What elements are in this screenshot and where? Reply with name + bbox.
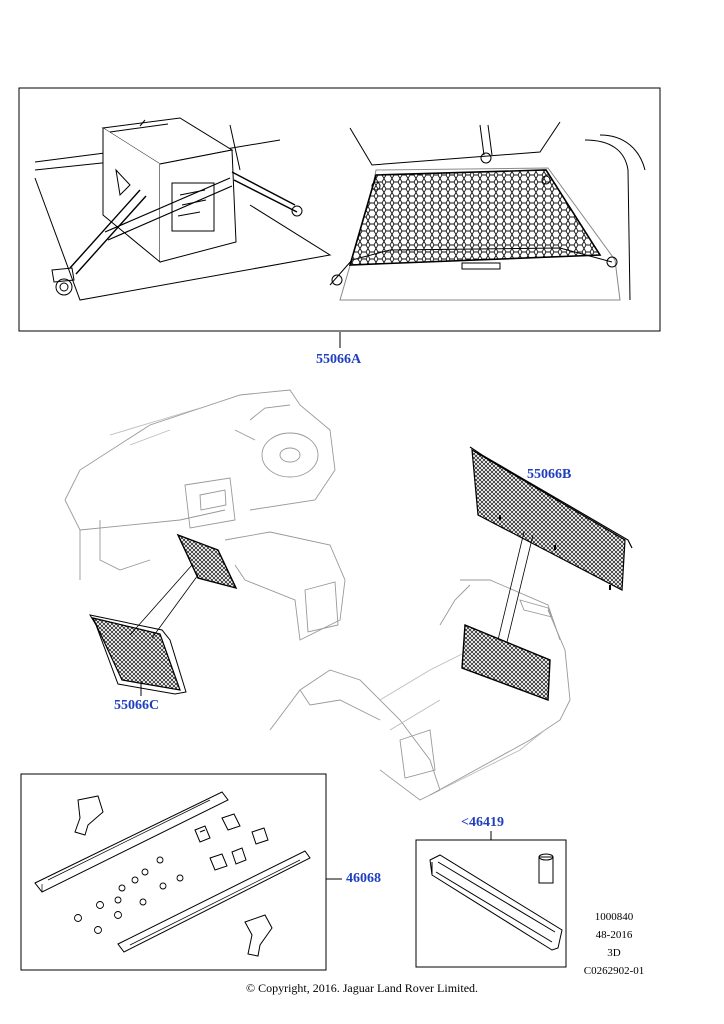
- leader-55066B-lines: [497, 531, 534, 643]
- dashboard-illustration: [64, 389, 346, 641]
- leader-55066C-lines: [129, 564, 199, 639]
- illustration-code: C0262902-01: [583, 965, 645, 977]
- kit-46419-illustration: [415, 839, 567, 968]
- view-type: 3D: [607, 947, 621, 959]
- callout-46419[interactable]: <46419: [461, 815, 504, 830]
- cargo-box-tie-down: [34, 117, 332, 301]
- storage-net-front: [176, 533, 238, 590]
- kit-46068-illustration: [20, 773, 327, 971]
- kit-46068-frame: [20, 773, 327, 971]
- fasteners: [74, 856, 184, 934]
- cargo-net-55066B-detail: [469, 446, 633, 591]
- floor-net: [329, 121, 646, 301]
- ref-number: 1000840: [594, 911, 634, 923]
- copyright-notice: © Copyright, 2016. Jaguar Land Rover Lim…: [245, 981, 479, 995]
- kit-46419-frame: [415, 839, 567, 968]
- callout-46068[interactable]: 46068: [346, 871, 381, 886]
- kit-55066A-illustration: [18, 87, 661, 332]
- cargo-net-installed: [461, 623, 551, 701]
- storage-net-55066C-detail: [88, 614, 187, 695]
- callout-55066C[interactable]: 55066C: [114, 698, 160, 713]
- date-code: 48-2016: [595, 929, 633, 941]
- callout-55066B[interactable]: 55066B: [527, 467, 572, 482]
- callout-55066A[interactable]: 55066A: [316, 352, 362, 367]
- kit-55066A-frame: [18, 87, 661, 332]
